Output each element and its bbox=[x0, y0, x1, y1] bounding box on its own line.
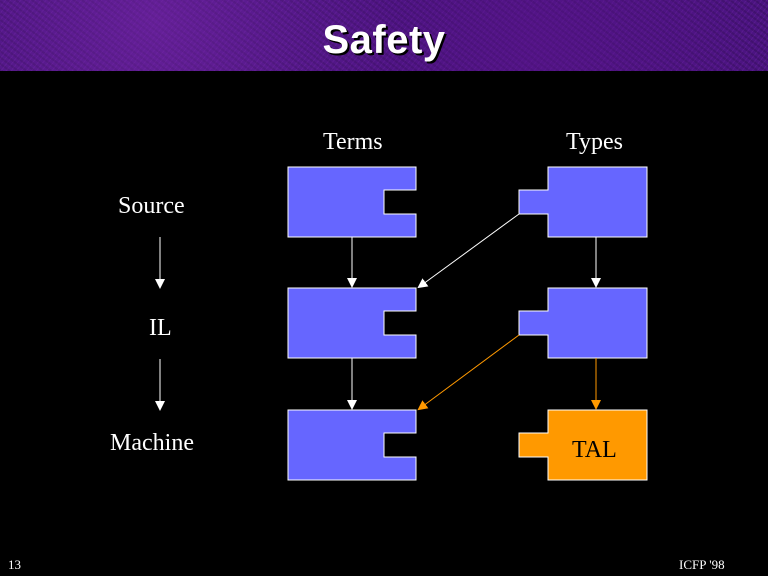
arrow-type-source-to-term-il bbox=[417, 213, 520, 289]
slide-number: 13 bbox=[8, 557, 21, 572]
term-box-il bbox=[287, 287, 417, 359]
title-banner: Safety bbox=[0, 0, 768, 71]
row-label-il: IL bbox=[149, 315, 172, 341]
term-box-source bbox=[287, 166, 417, 238]
row-label-source: Source bbox=[118, 193, 185, 219]
row-label-machine: Machine bbox=[110, 430, 194, 456]
type-box-il bbox=[518, 287, 648, 359]
tal-label: TAL bbox=[572, 437, 617, 463]
type-box-source bbox=[518, 166, 648, 238]
column-header-terms: Terms bbox=[323, 129, 383, 155]
slide-title: Safety bbox=[322, 18, 446, 62]
footer-text: ICFP '98 bbox=[679, 557, 725, 572]
column-header-types: Types bbox=[566, 129, 623, 155]
arrow-type-il-to-term-machine bbox=[417, 334, 520, 411]
type-box-tal bbox=[518, 409, 648, 481]
term-box-machine bbox=[287, 409, 417, 481]
